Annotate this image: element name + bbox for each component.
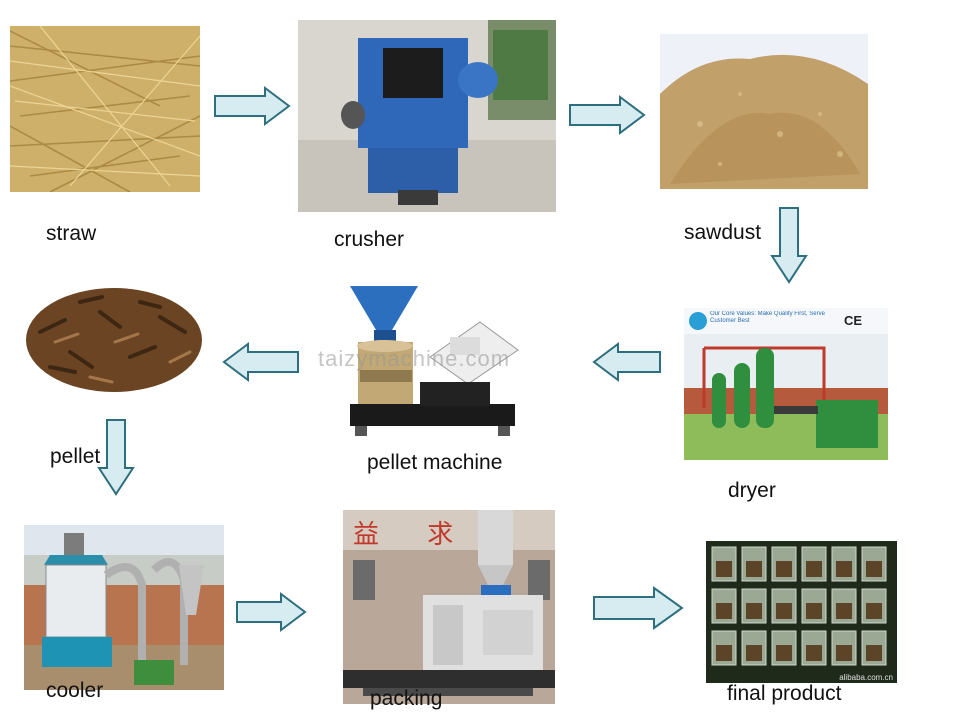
label-straw: straw — [46, 222, 97, 245]
pellet-photo — [20, 272, 208, 402]
arrow-dryer-to-pellet-machine — [592, 342, 662, 382]
packing-photo: 益 求 — [343, 510, 555, 704]
arrow-sawdust-to-dryer — [770, 206, 808, 284]
packing-sign-text: 益 求 — [353, 520, 474, 550]
arrow-pellet-to-cooler — [97, 418, 135, 496]
final-product-image — [706, 541, 897, 683]
sawdust-image — [660, 34, 868, 189]
cooler-photo — [24, 525, 224, 690]
dryer-ce-mark: CE — [844, 313, 863, 328]
dryer-photo: Our Core Values: Make Quality First, Ser… — [684, 308, 888, 460]
pellet-machine-image — [330, 282, 530, 450]
crusher-photo — [298, 20, 556, 212]
label-dryer: dryer — [728, 479, 776, 502]
pellet-image — [20, 272, 208, 402]
label-pellet-machine: pellet machine — [367, 451, 503, 474]
label-sawdust: sawdust — [684, 221, 762, 244]
pellet-machine-photo — [330, 282, 530, 450]
watermark-text: taizymachine.com — [318, 346, 511, 371]
cooler-image — [24, 525, 224, 690]
arrow-straw-to-crusher — [213, 86, 291, 126]
packing-image — [343, 510, 555, 704]
sawdust-photo — [660, 34, 868, 189]
arrow-packing-to-final-product — [592, 586, 684, 630]
dryer-image — [684, 308, 888, 460]
final-product-photo: alibaba.com.cn — [706, 541, 897, 683]
label-crusher: crusher — [334, 228, 405, 251]
straw-image — [10, 26, 200, 192]
label-pellet: pellet — [50, 445, 101, 468]
arrow-pellet-machine-to-pellet — [222, 342, 300, 382]
label-final-product: final product — [727, 682, 842, 705]
label-cooler: cooler — [46, 679, 104, 702]
straw-photo — [10, 26, 200, 192]
label-packing: packing — [370, 687, 443, 710]
final-product-site-text: alibaba.com.cn — [839, 673, 893, 682]
arrow-cooler-to-packing — [235, 592, 307, 632]
dryer-banner-text: Our Core Values: Make Quality First, Ser… — [710, 311, 825, 324]
arrow-crusher-to-sawdust — [568, 95, 646, 135]
crusher-image — [298, 20, 556, 212]
